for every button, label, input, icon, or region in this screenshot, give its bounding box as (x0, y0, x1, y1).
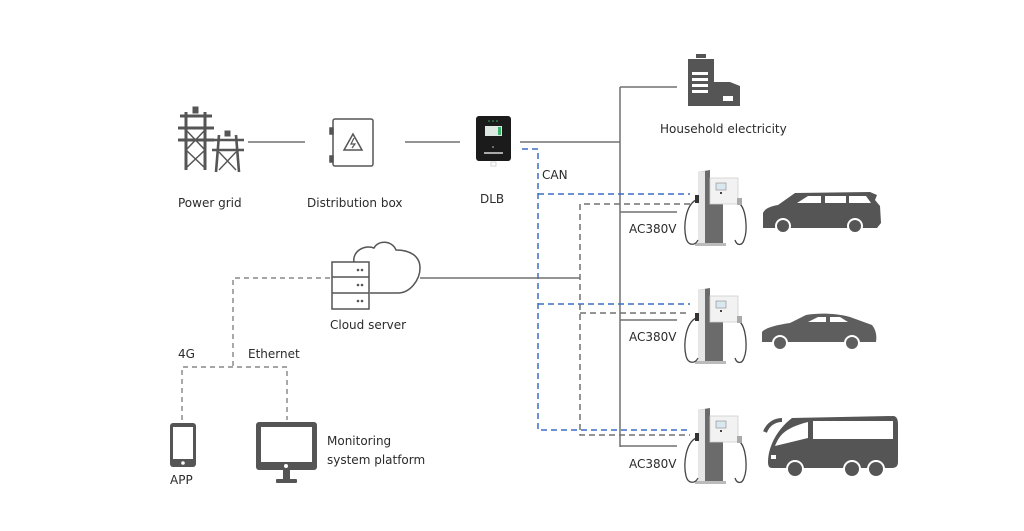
cloud-server-icon (331, 241, 421, 310)
monitoring-label-line2: system platform (327, 453, 426, 467)
distribution-box-icon (329, 118, 374, 167)
charger-1-voltage-label: AC380V (629, 222, 677, 236)
connection-lines (181, 86, 690, 447)
fourg-label: 4G (178, 347, 195, 361)
charger-2-voltage-label: AC380V (629, 330, 677, 344)
bus-icon (763, 416, 898, 478)
power-grid-label: Power grid (178, 196, 242, 210)
suv-icon (763, 192, 881, 234)
building-icon (688, 54, 740, 106)
monitoring-label-line1: Monitoring (327, 434, 392, 448)
client-branch-line (181, 366, 288, 420)
household-label: Household electricity (660, 122, 787, 136)
ethernet-label: Ethernet (248, 347, 300, 361)
ev-charger-icon-3 (684, 407, 747, 485)
dlb-label: DLB (480, 192, 505, 206)
power-tower-icon (178, 106, 244, 173)
distribution-box-label: Distribution box (307, 196, 403, 210)
monitor-icon (256, 422, 317, 483)
network-line (579, 203, 690, 436)
ev-charger-icon-2 (684, 287, 747, 365)
can-bus-line (522, 148, 690, 431)
dlb-device-icon (476, 116, 511, 167)
smartphone-icon (170, 423, 196, 467)
app-label: APP (170, 473, 193, 487)
cloud-to-clients-line (232, 277, 330, 367)
ev-charger-icon (684, 170, 747, 246)
sedan-icon (762, 313, 877, 351)
charger-3-voltage-label: AC380V (629, 457, 677, 471)
cloud-server-label: Cloud server (330, 318, 407, 332)
can-label: CAN (542, 168, 568, 182)
